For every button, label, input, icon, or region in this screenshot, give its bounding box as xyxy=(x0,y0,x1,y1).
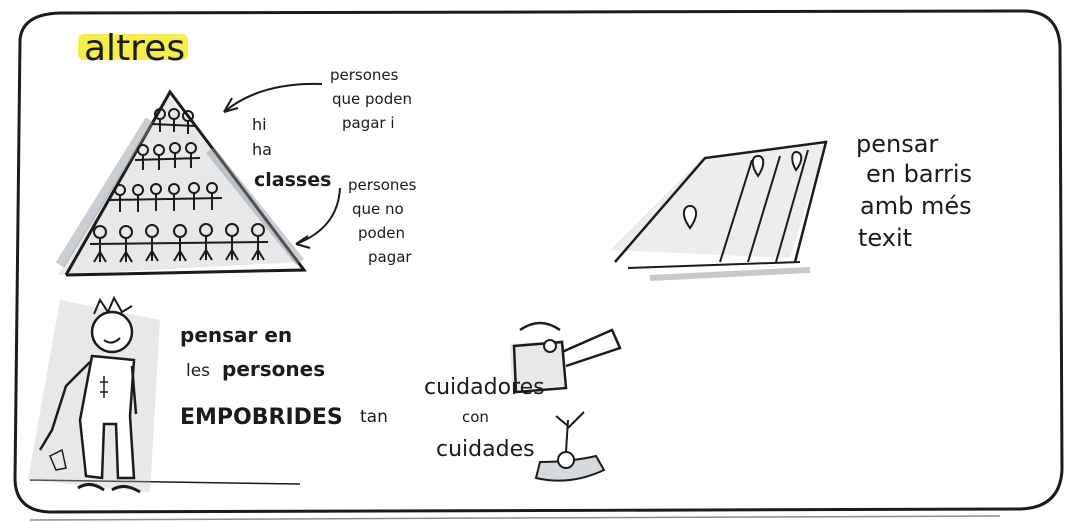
note-cannot-pay-line4: pagar xyxy=(368,248,412,266)
care-line2: con xyxy=(462,408,489,426)
class-pyramid: hi ha classes persones que poden pagar i… xyxy=(58,66,417,275)
arrow-to-top xyxy=(224,84,322,112)
note-cannot-pay-line2: que no xyxy=(352,200,404,218)
barris-line3: amb més xyxy=(860,192,972,220)
care-group: cuidadores con cuidades xyxy=(424,323,620,481)
barris-line1: pensar xyxy=(856,130,938,158)
note-can-pay-line2: que poden xyxy=(332,90,412,108)
barris-line2: en barris xyxy=(866,160,972,188)
pyramid-label-hi: hi xyxy=(252,115,267,134)
arrow-to-bottom xyxy=(296,188,340,244)
hand-plant-icon xyxy=(536,412,604,481)
care-line1: cuidadores xyxy=(424,375,545,400)
pyramid-label-classes: classes xyxy=(254,169,331,191)
impoverished-line3-bold: EMPOBRIDES xyxy=(180,405,343,430)
title: altres xyxy=(84,28,185,69)
care-line3: cuidades xyxy=(436,437,535,462)
barris-line4: texit xyxy=(858,224,912,252)
impoverished-line1: pensar en xyxy=(180,323,292,347)
impoverished-line3-suffix: tan xyxy=(360,407,388,427)
pyramid-label-ha: ha xyxy=(252,140,272,159)
note-can-pay-line3: pagar i xyxy=(342,114,395,132)
neighbourhood-map: pensar en barris amb més texit xyxy=(610,130,972,278)
impoverished-line2-bold: persones xyxy=(222,357,325,381)
note-cannot-pay-line1: persones xyxy=(348,176,417,194)
note-can-pay-line1: persones xyxy=(330,66,399,84)
note-cannot-pay-line3: poden xyxy=(358,224,405,242)
impoverished-line2-prefix: les xyxy=(186,361,210,381)
